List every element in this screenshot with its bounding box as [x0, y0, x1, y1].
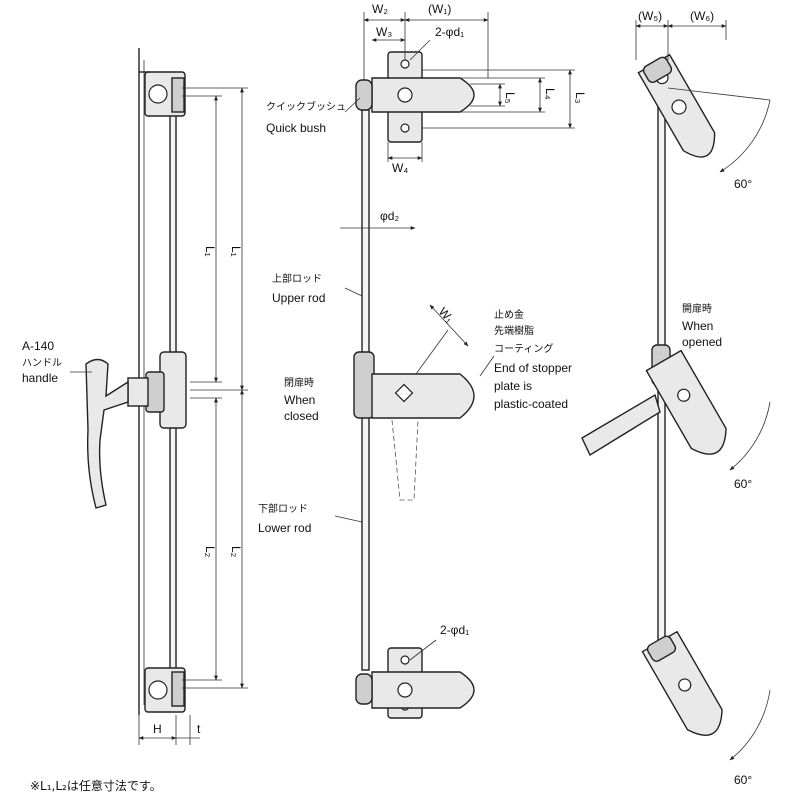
angle-middle-label: 60°: [734, 477, 752, 491]
when-opened-jp: 開扉時: [682, 302, 712, 315]
holes-top-label: 2-φd₁: [435, 25, 464, 39]
handle-model-label: A-140: [22, 339, 54, 353]
h-label: H: [153, 722, 162, 736]
l5-label: L₅: [503, 92, 517, 104]
w6-label: (W₆): [690, 9, 714, 23]
middle-latch-opened: [581, 344, 727, 457]
when-opened-label: 開扉時 When opened: [682, 302, 722, 349]
quick-bush-label: クイックブッシュ Quick bush: [266, 97, 361, 135]
l2-inner-label: L₂: [203, 546, 217, 558]
stopper-jp2: 先端樹脂: [494, 324, 534, 337]
l4-label: L₄: [543, 88, 557, 100]
holes-bottom-label: 2-φd₁: [440, 623, 469, 637]
when-opened-en1: When: [682, 319, 713, 333]
top-latch-opened: [637, 53, 716, 158]
quick-bush-en: Quick bush: [266, 121, 326, 135]
l1-inner-label: L₁: [203, 246, 217, 257]
when-closed-en2: closed: [284, 409, 319, 423]
footnote: ※L₁,L₂は任意寸法です。: [30, 778, 162, 793]
w3-label: W₃: [376, 25, 392, 39]
t-label: t: [197, 722, 201, 736]
middle-latch-front: [353, 329, 475, 501]
side-view: L₁ L₁ L₂ L₂ H t A-140 ハンドル handle: [22, 48, 248, 745]
stopper-jp3: コーティング: [494, 342, 553, 355]
handle-lever: [85, 358, 129, 509]
w1-angled-label: W₁: [436, 305, 457, 326]
when-closed-en1: When: [284, 393, 315, 407]
bottom-latch-opened: [641, 630, 723, 736]
front-view-opened: 60° 60° 60° (W₅) (W₆) 開扉時 When opened: [581, 9, 771, 787]
lower-rod-en: Lower rod: [258, 521, 311, 535]
when-opened-en2: opened: [682, 335, 722, 349]
rod-dia-label: φd₂: [380, 209, 399, 223]
l3-label: L₃: [573, 92, 587, 104]
quick-bush-jp: クイックブッシュ: [266, 100, 346, 113]
stopper-en1: End of stopper: [494, 361, 572, 375]
handle-en-label: handle: [22, 371, 58, 385]
handle-assembly-side: [85, 351, 187, 509]
upper-rod-jp: 上部ロッド: [272, 272, 322, 285]
l2-outer-label: L₂: [229, 546, 243, 558]
front-view-closed: W₂ (W₁) W₃ 2-φd₁ L₅ L₄ L₃ W₄ φd₂ W₁ クイック…: [258, 2, 587, 719]
w2-label: W₂: [372, 2, 388, 16]
stopper-en3: plastic-coated: [494, 397, 568, 411]
bottom-bracket-side: [144, 667, 186, 713]
angle-top-label: 60°: [734, 177, 752, 191]
w1-label: (W₁): [428, 2, 451, 16]
top-bracket-side: [139, 71, 186, 117]
top-latch-front: [355, 51, 475, 143]
handle-label: A-140 ハンドル handle: [22, 339, 92, 385]
when-closed-label: 閉扉時 When closed: [284, 376, 319, 423]
l1-outer-label: L₁: [229, 246, 243, 257]
w5-label: (W₅): [638, 9, 662, 23]
stopper-jp1: 止め金: [494, 308, 524, 321]
w4-label: W₄: [392, 161, 408, 175]
lower-rod-jp: 下部ロッド: [258, 502, 308, 515]
upper-rod-en: Upper rod: [272, 291, 325, 305]
angle-bottom-label: 60°: [734, 773, 752, 787]
stopper-note: 止め金 先端樹脂 コーティング End of stopper plate is …: [479, 308, 572, 411]
handle-jp-label: ハンドル: [22, 358, 62, 369]
lower-rod-label: 下部ロッド Lower rod: [258, 502, 363, 535]
when-closed-jp: 閉扉時: [284, 376, 314, 389]
bottom-latch-front: [355, 647, 475, 719]
upper-rod-label: 上部ロッド Upper rod: [272, 272, 363, 305]
stopper-en2: plate is: [494, 379, 532, 393]
